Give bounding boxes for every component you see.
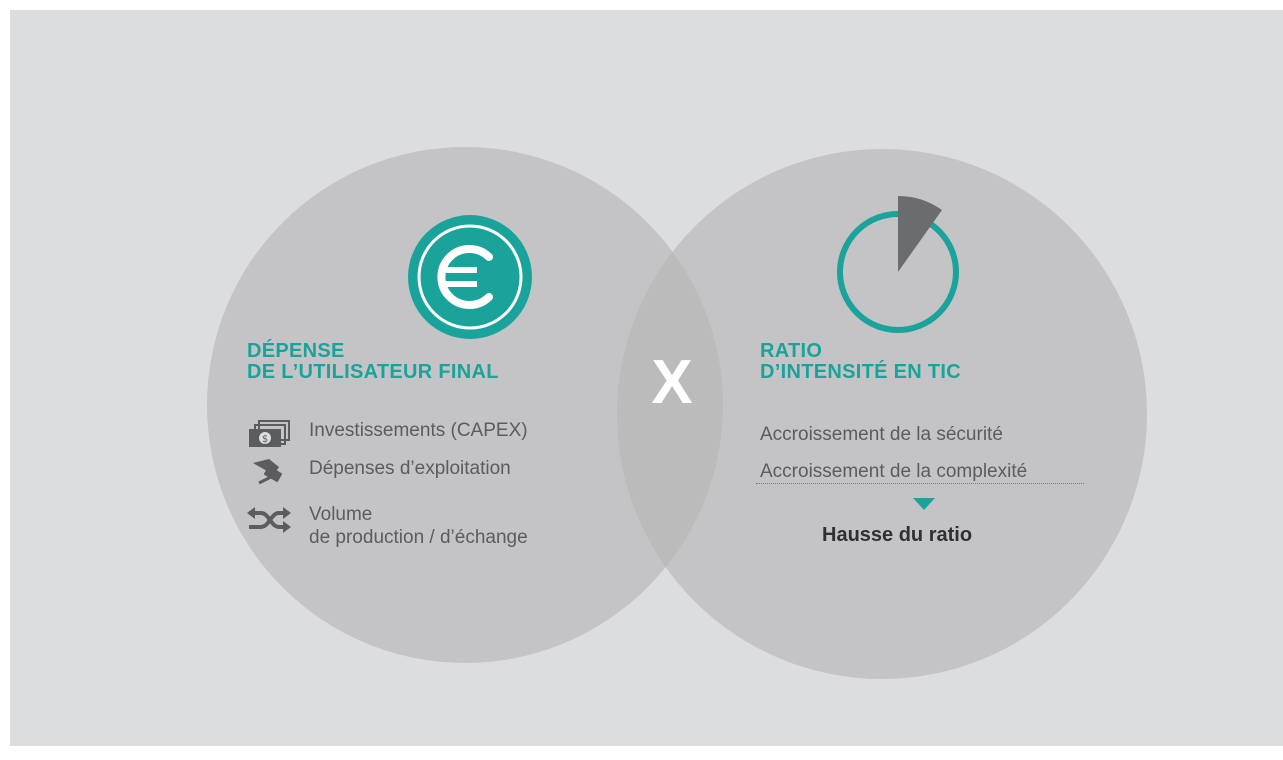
list-item-text: Investissements (CAPEX) (309, 420, 528, 441)
left-title-line1: DÉPENSE (247, 340, 345, 362)
right-title: RATIO D’INTENSITÉ EN TIC (760, 341, 961, 383)
svg-text:$: $ (262, 434, 268, 445)
list-item-text-line2: de production / d’échange (309, 527, 528, 548)
list-item-volume: Volume de production / d’échange (245, 503, 528, 549)
right-circle (617, 149, 1147, 679)
list-item-text-line1: Volume (309, 504, 373, 525)
right-title-line2: D’INTENSITÉ EN TIC (760, 361, 961, 383)
list-item-capex: $ Investissements (CAPEX) (245, 419, 528, 449)
left-title: DÉPENSE DE L’UTILISATEUR FINAL (247, 341, 499, 383)
ratio-line-complexity: Accroissement de la complexité (760, 461, 1028, 482)
arrow-down-icon (913, 498, 935, 510)
list-item-opex: Dépenses d’exploitation (245, 457, 511, 487)
ratio-line-security: Accroissement de la sécurité (760, 424, 1003, 445)
banknotes-icon: $ (249, 420, 290, 447)
pie-ring-icon (837, 195, 959, 333)
left-title-line2: DE L’UTILISATEUR FINAL (247, 361, 499, 383)
divider-line (756, 483, 1084, 484)
diagram-canvas (10, 10, 1283, 746)
list-item-text: Dépenses d’exploitation (309, 458, 511, 479)
hand-card-payment-icon (253, 459, 283, 485)
euro-coin-icon (408, 215, 532, 339)
result-label: Hausse du ratio (822, 524, 973, 546)
right-title-line1: RATIO (760, 340, 823, 362)
shuffle-arrows-icon (247, 507, 291, 533)
multiply-operator: X (651, 348, 693, 417)
